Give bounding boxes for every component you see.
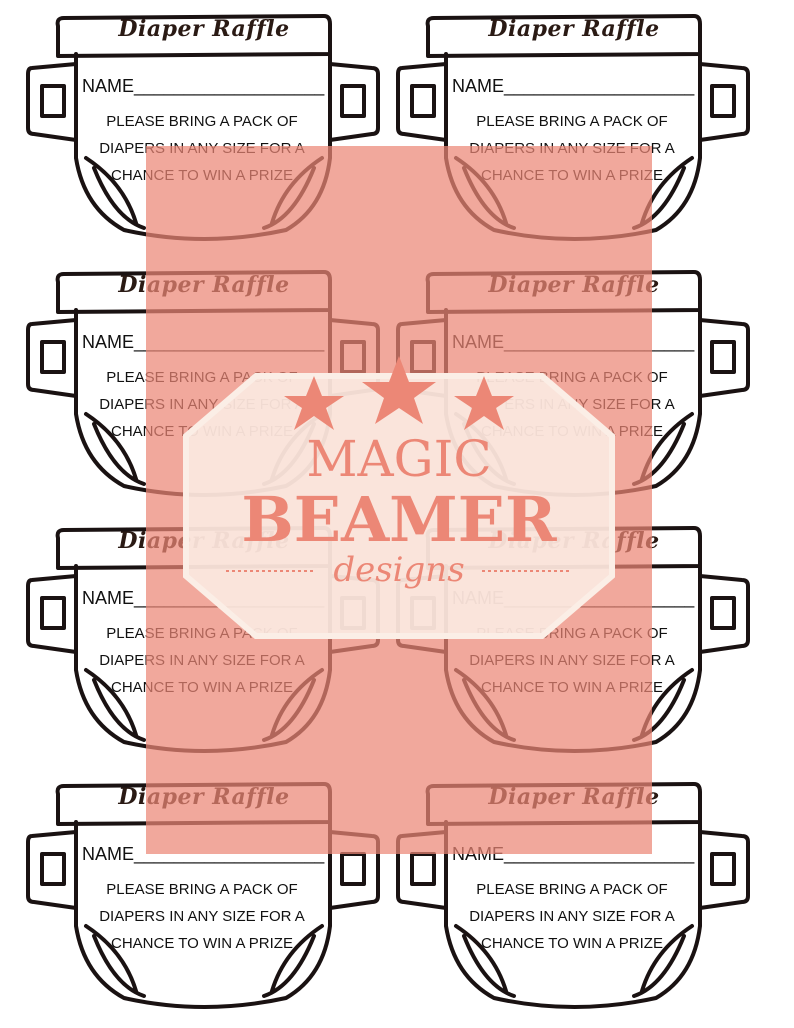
card-message-line-1: PLEASE BRING A PACK OF (476, 113, 668, 130)
star-icon (454, 376, 514, 430)
card-message-line-1: PLEASE BRING A PACK OF (476, 881, 668, 898)
watermark-line-3: designs (333, 550, 464, 590)
magic-beamer-logo: MAGIC BEAMER designs (183, 356, 615, 639)
card-message-line-1: PLEASE BRING A PACK OF (106, 881, 298, 898)
watermark-line-1: MAGIC (306, 430, 491, 488)
card-message-line-3: CHANCE TO WIN A PRIZE (481, 935, 663, 952)
card-message-line-3: CHANCE TO WIN A PRIZE (111, 935, 293, 952)
watermark-overlay: MAGIC BEAMER designs (146, 146, 652, 854)
watermark-line-2: BEAMER (241, 483, 557, 556)
star-icon (362, 356, 436, 424)
card-title: Diaper Raffle (118, 16, 290, 42)
star-icon (284, 376, 344, 430)
name-field-label: NAME___________________ (82, 76, 325, 96)
card-message-line-1: PLEASE BRING A PACK OF (106, 113, 298, 130)
card-message-line-2: DIAPERS IN ANY SIZE FOR A (99, 908, 305, 925)
card-message-line-2: DIAPERS IN ANY SIZE FOR A (469, 908, 675, 925)
name-field-label: NAME___________________ (452, 76, 695, 96)
card-title: Diaper Raffle (488, 16, 660, 42)
